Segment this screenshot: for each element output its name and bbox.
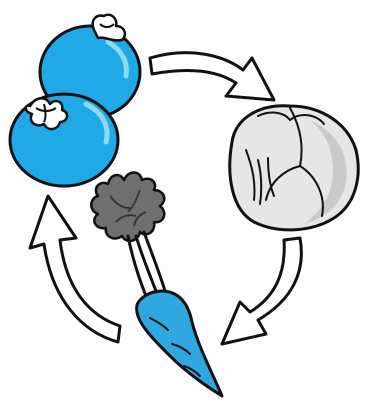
carrot-root [137,291,222,396]
cabbage-icon [230,106,358,230]
arrow-cabbage-to-carrot-body [222,238,301,344]
carrot-stems [128,232,166,296]
carrot-leaves [91,173,164,241]
carrot-icon [91,173,222,397]
arrow-cabbage-to-carrot [222,238,301,344]
arrow-tomatoes-to-cabbage [150,53,274,100]
tomato-icon [10,15,140,186]
tomato-front [10,94,118,186]
arrow-tomatoes-to-cabbage-body [150,53,274,100]
